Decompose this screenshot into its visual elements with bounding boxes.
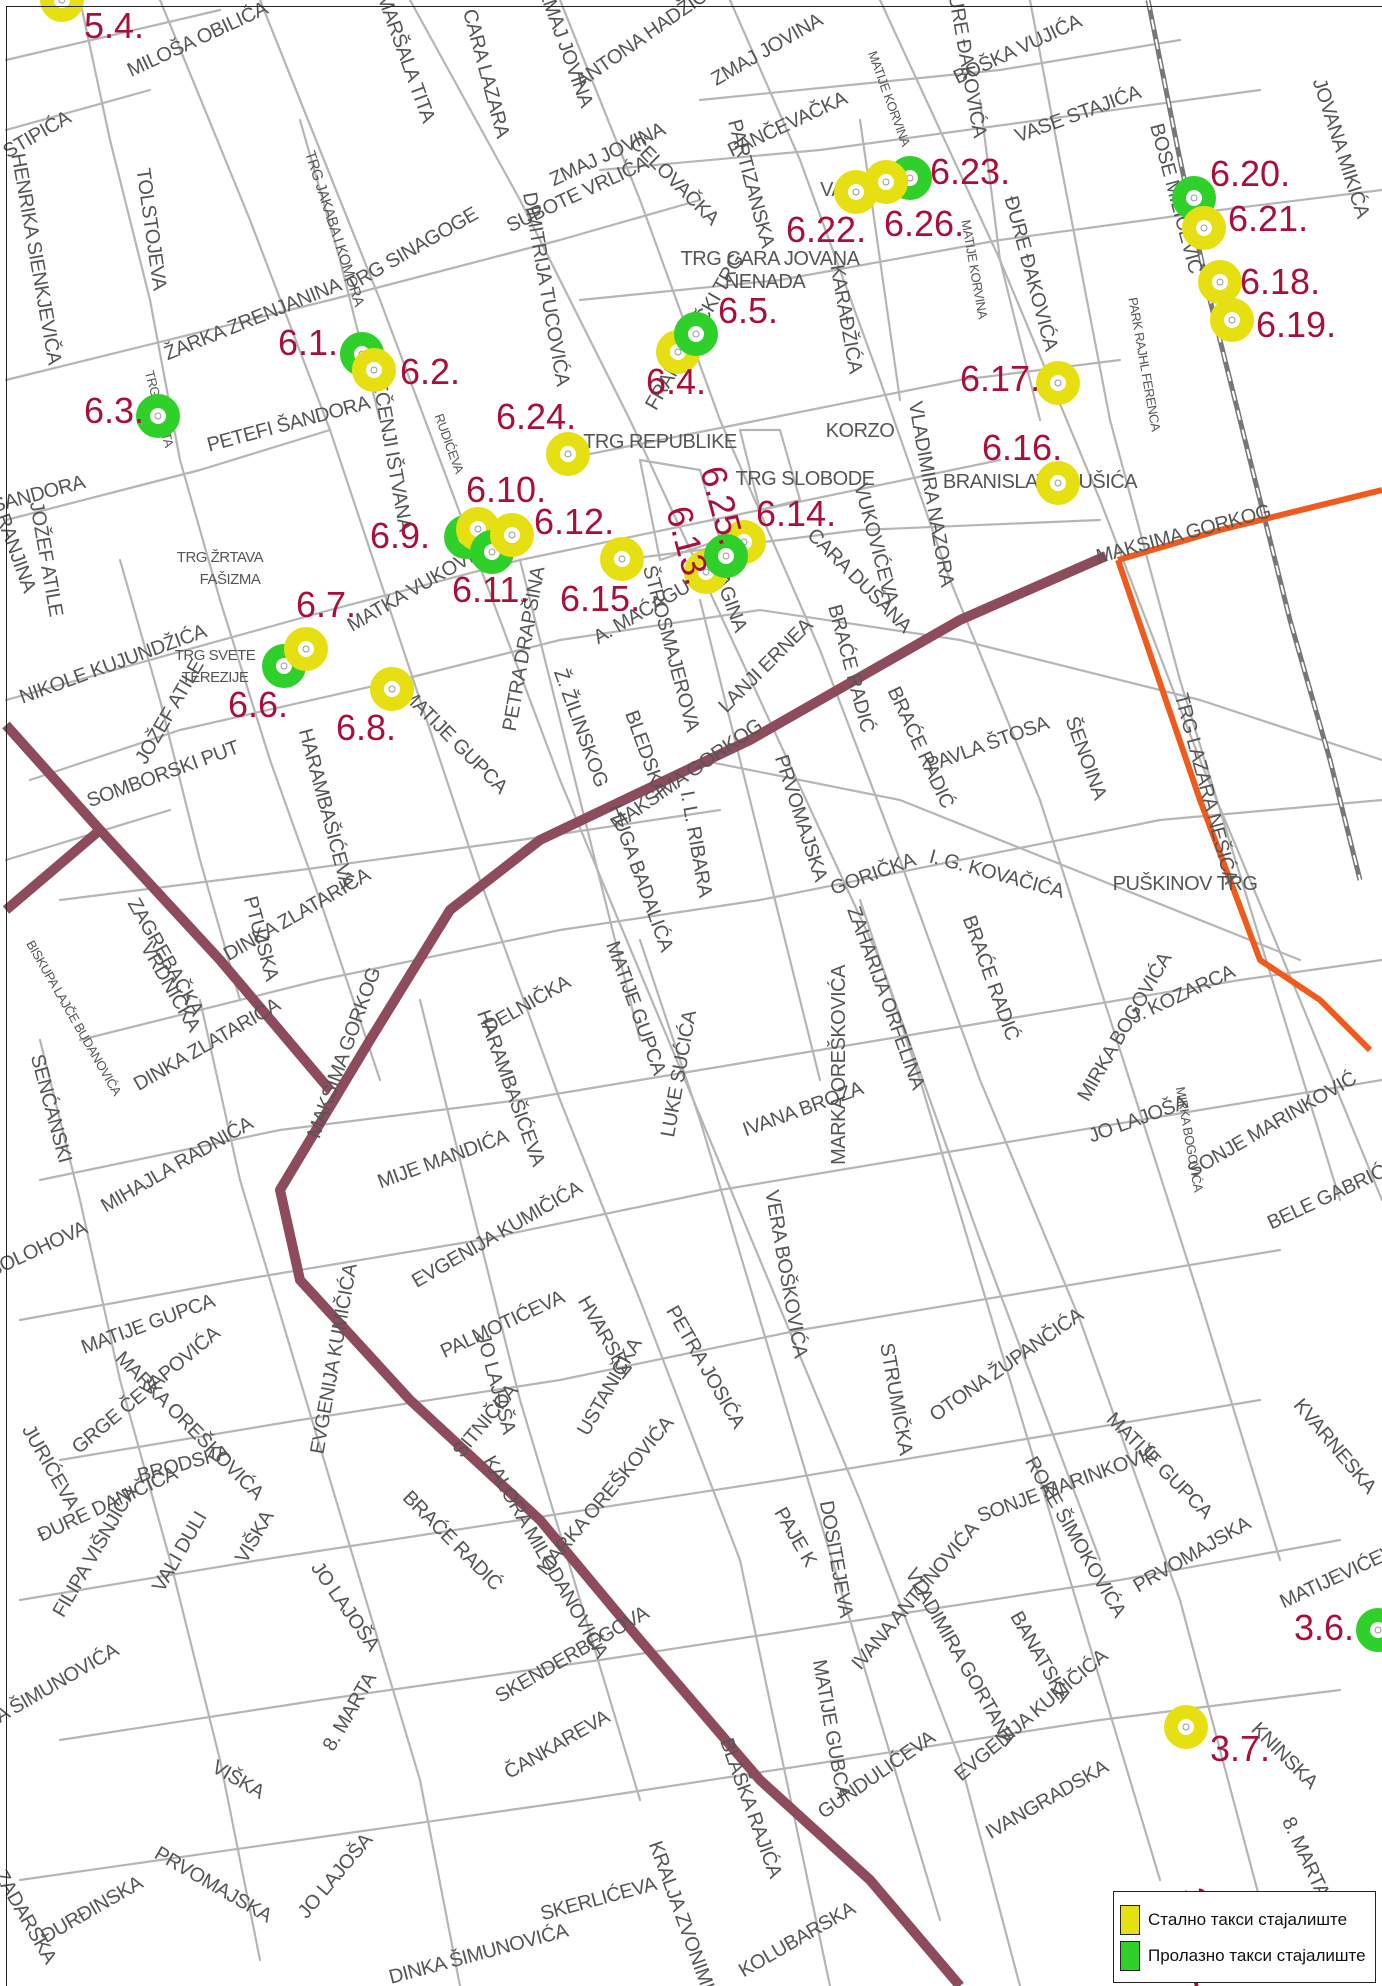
street-label: MARKA OREŠKOVIĆA (827, 964, 850, 1165)
street-label: TRG CARA JOVANA (681, 248, 861, 270)
route-line-maroon (275, 551, 1109, 1986)
taxi-stop-label: 3.7. (1210, 1728, 1270, 1769)
taxi-stop-label: 6.23. (930, 151, 1010, 192)
stop-center-dot (1190, 194, 1198, 202)
stop-center-dot (488, 548, 496, 556)
taxi-stop-label: 5.4. (84, 5, 144, 46)
taxi-stop-label: 6.18. (1240, 261, 1320, 302)
taxi-stop-label: 6.26. (884, 203, 964, 244)
stop-center-dot (1054, 479, 1062, 487)
taxi-stop-label: 6.16. (982, 427, 1062, 468)
street-label: NENADA (725, 271, 807, 293)
street-label: TRG SLOBODE (736, 468, 875, 490)
taxi-stop-label: 6.6. (228, 684, 288, 725)
street-label: FAŠIZMA (200, 571, 261, 588)
transit-taxi-stop-marker[interactable] (1356, 1608, 1382, 1652)
stop-center-dot (1200, 224, 1208, 232)
stop-center-dot (564, 450, 572, 458)
stop-center-dot (1228, 316, 1236, 324)
route-line-maroon-west (2, 721, 334, 1094)
taxi-stop-label: 6.24. (496, 396, 576, 437)
street-label: TRG ŽRTAVA (177, 549, 264, 566)
taxi-stop-label: 6.22. (786, 209, 866, 250)
taxi-stop-label: 6.20. (1210, 153, 1290, 194)
route-line-orange (1115, 559, 1373, 1053)
taxi-stop-label: 6.1. (278, 322, 338, 363)
taxi-stop-label: 6.15. (560, 578, 640, 619)
stop-center-dot (1054, 379, 1062, 387)
taxi-stop-label: 6.10. (466, 469, 546, 510)
street-label: TEREZIJE (182, 669, 249, 686)
stop-center-dot (1182, 1723, 1190, 1731)
street-label: TRG REPUBLIKE (583, 431, 737, 453)
taxi-stop-label: 6.17. (960, 358, 1040, 399)
stop-center-dot (302, 645, 310, 653)
route-line-maroon-west-branch (2, 826, 104, 914)
map-legend: Стално такси стајалиште Пролазно такси с… (1113, 1891, 1376, 1983)
taxi-stop-label: 6.5. (718, 290, 778, 331)
legend-label-transit: Пролазно такси стајалиште (1148, 1946, 1366, 1965)
route-line-orange-east (1117, 487, 1382, 563)
stop-center-dot (1216, 278, 1224, 286)
railway-line (1145, 0, 1363, 881)
permanent-stop-swatch (1120, 1905, 1140, 1935)
taxi-stop-label: 6.7. (296, 584, 356, 625)
stop-center-dot (692, 330, 700, 338)
stop-center-dot (58, 0, 66, 4)
taxi-stop-label: 6.21. (1228, 198, 1308, 239)
taxi-stop-label: 6.8. (336, 707, 396, 748)
taxi-stop-label: 6.2. (400, 351, 460, 392)
street-label: KORZO (826, 420, 895, 442)
stop-center-dot (474, 525, 482, 533)
taxi-stop-label: 6.9. (370, 515, 430, 556)
permanent-taxi-stop-marker[interactable] (40, 0, 84, 22)
taxi-stop-label: 6.4. (646, 361, 706, 402)
transit-stop-swatch (1120, 1941, 1140, 1971)
taxi-stop-label: 6.12. (534, 501, 614, 542)
taxi-stop-label: 3.6. (1294, 1607, 1354, 1648)
stop-center-dot (674, 348, 682, 356)
stop-center-dot (882, 178, 890, 186)
taxi-stop-label: 6.14. (756, 493, 836, 534)
taxi-stop-label: 6.19. (1256, 304, 1336, 345)
street-label: TRG SVETE (175, 647, 256, 664)
stop-center-dot (370, 366, 378, 374)
stop-center-dot (702, 568, 710, 576)
legend-row-transit: Пролазно такси стајалиште (1120, 1938, 1369, 1974)
taxi-stop-label: 6.11. (452, 569, 529, 610)
stop-center-dot (154, 412, 162, 420)
legend-row-permanent: Стално такси стајалиште (1120, 1902, 1369, 1938)
stop-center-dot (618, 555, 626, 563)
stop-center-dot (1374, 1626, 1382, 1634)
stop-center-dot (280, 662, 288, 670)
street-label: PUŠKINOV TRG (1113, 872, 1258, 895)
legend-label-permanent: Стално такси стајалиште (1148, 1910, 1348, 1929)
stop-center-dot (508, 531, 516, 539)
taxi-stop-label: 6.3. (84, 390, 144, 431)
street-network (4, 0, 1382, 1986)
stop-center-dot (388, 685, 396, 693)
stop-center-dot (852, 188, 860, 196)
stop-center-dot (722, 552, 730, 560)
